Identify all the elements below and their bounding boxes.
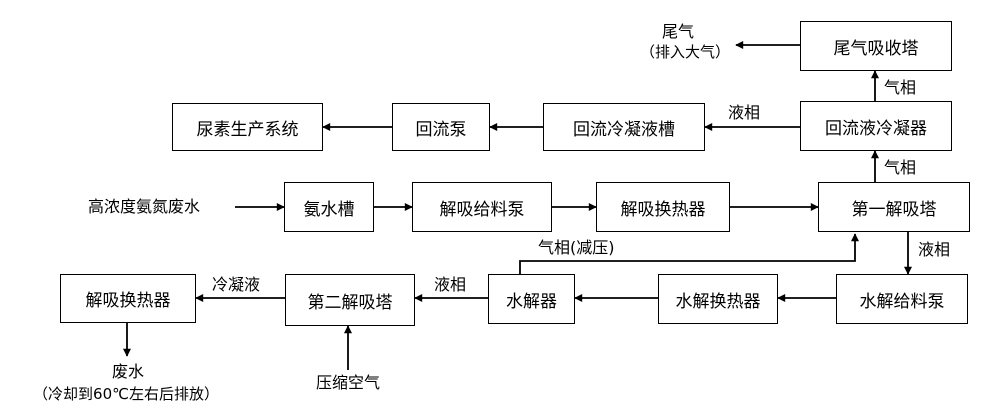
arrow-gas-reduced xyxy=(519,233,859,274)
tail-gas-tower-label: 尾气吸收塔 xyxy=(833,38,919,59)
ammonia-tank-box: 氨水槽 xyxy=(284,182,374,232)
hydrolysis-pump-box: 水解给料泵 xyxy=(836,274,968,324)
desorb-hx-top-label: 解吸换热器 xyxy=(620,199,706,220)
reflux-tank-label: 回流冷凝液槽 xyxy=(573,119,675,140)
hydrolyzer-box: 水解器 xyxy=(488,274,575,324)
wastewater-in-label: 高浓度氨氮废水 xyxy=(88,197,201,216)
gas-phase-label-top: 气相 xyxy=(884,78,917,97)
liquid-phase-label-top: 液相 xyxy=(728,103,761,122)
liquid-phase-label-bottom: 液相 xyxy=(434,275,467,294)
feed-pump-label: 解吸给料泵 xyxy=(439,199,525,220)
feed-pump-box: 解吸给料泵 xyxy=(412,182,552,232)
hydrolysis-hx-box: 水解换热器 xyxy=(658,274,778,324)
waste-water-note: （冷却到60℃左右后排放） xyxy=(33,385,219,403)
second-tower-label: 第二解吸塔 xyxy=(307,292,393,313)
reflux-pump-label: 回流泵 xyxy=(415,119,467,140)
waste-water-label: 废水 xyxy=(111,362,145,381)
first-tower-box: 第一解吸塔 xyxy=(818,182,970,232)
desorb-hx-top-box: 解吸换热器 xyxy=(596,182,730,232)
urea-system-box: 尿素生产系统 xyxy=(172,103,323,151)
reflux-condenser-box: 回流液冷凝器 xyxy=(800,101,952,151)
desorb-hx-bottom-label: 解吸换热器 xyxy=(85,291,171,311)
gas-phase-label-mid: 气相 xyxy=(884,158,917,177)
ammonia-tank-label: 氨水槽 xyxy=(303,199,355,220)
tail-gas-tower-box: 尾气吸收塔 xyxy=(800,21,952,71)
desorb-hx-bottom-box: 解吸换热器 xyxy=(60,274,196,323)
hydrolysis-hx-label: 水解换热器 xyxy=(675,291,761,312)
reflux-condenser-label: 回流液冷凝器 xyxy=(825,118,927,139)
tail-gas-note: （排入大气） xyxy=(639,43,731,61)
gas-reduced-label: 气相(减压) xyxy=(538,238,615,257)
reflux-pump-box: 回流泵 xyxy=(392,103,490,151)
urea-system-label: 尿素生产系统 xyxy=(196,119,299,140)
liquid-phase-label-right: 液相 xyxy=(918,240,951,259)
reflux-tank-box: 回流冷凝液槽 xyxy=(543,103,705,151)
first-tower-label: 第一解吸塔 xyxy=(851,199,937,220)
second-tower-box: 第二解吸塔 xyxy=(285,274,415,326)
hydrolyzer-label: 水解器 xyxy=(506,291,557,312)
condensate-label: 冷凝液 xyxy=(212,275,261,294)
tail-gas-label: 尾气 xyxy=(661,22,695,41)
hydrolysis-pump-label: 水解给料泵 xyxy=(859,291,945,312)
compressed-air-label: 压缩空气 xyxy=(315,373,381,392)
